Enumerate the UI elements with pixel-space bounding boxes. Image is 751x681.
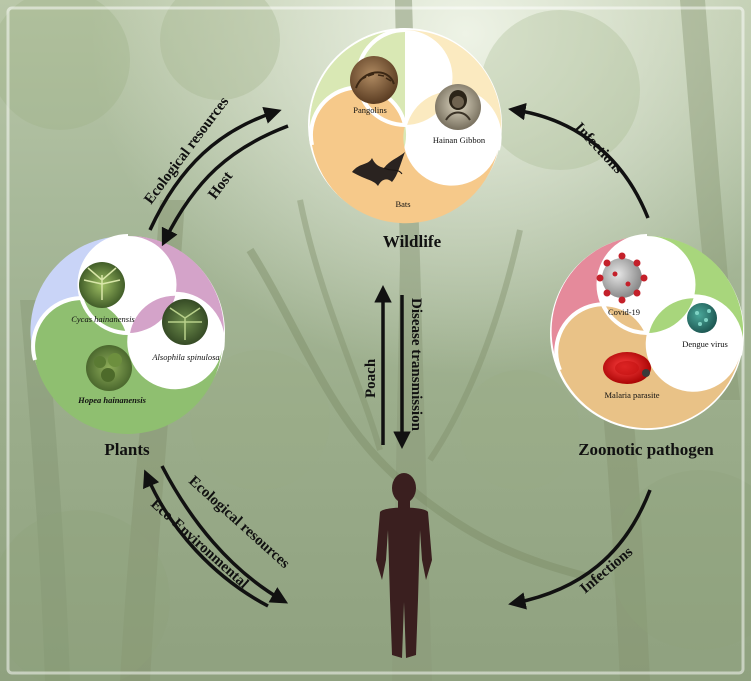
cycas-label: Cycas hainanensis [71, 314, 135, 324]
arrow-pathogen-wildlife: Infections [515, 110, 648, 218]
alsophila-image [162, 299, 208, 345]
arrow-pair-plants-wildlife: Ecological resources Host [141, 94, 288, 240]
pathogen-title: Zoonotic pathogen [578, 440, 714, 459]
arrow-pair-plants-human: Ecological resources Eco-Environmental [147, 466, 293, 606]
pangolin-image [350, 56, 398, 104]
arrow-pair-wildlife-human: Poach Disease transmission [363, 292, 424, 445]
disease-transmission-label: Disease transmission [408, 298, 424, 432]
covid-label: Covid-19 [608, 307, 640, 317]
poach-label: Poach [363, 358, 379, 398]
bats-label: Bats [395, 199, 410, 209]
hainan-gibbon-image [435, 84, 481, 130]
infections-top-label: Infections [571, 120, 626, 177]
hopea-label: Hopea hainanensis [77, 395, 146, 405]
hainan-gibbon-label: Hainan Gibbon [433, 135, 486, 145]
plants-node: Cycas hainanensis Alsophila spinulosa Ho… [30, 236, 225, 459]
arrow-pathogen-human: Infections [515, 490, 650, 603]
wildlife-node: Pangolins Hainan Gibbon Bats Wildlife [308, 28, 502, 251]
human-silhouette [376, 473, 432, 658]
dengue-image [687, 303, 717, 333]
plants-title: Plants [104, 440, 150, 459]
alsophila-label: Alsophila spinulosa [151, 352, 219, 362]
pangolins-label: Pangolins [353, 105, 387, 115]
cycas-image [79, 262, 125, 308]
pathogen-node: Covid-19 Dengue virus Malaria parasite Z… [550, 236, 744, 459]
infections-bottom-label: Infections [577, 544, 636, 597]
hopea-image [86, 345, 132, 391]
malaria-label: Malaria parasite [605, 390, 660, 400]
wildlife-title: Wildlife [383, 232, 442, 251]
malaria-image [603, 352, 651, 384]
dengue-label: Dengue virus [682, 339, 728, 349]
